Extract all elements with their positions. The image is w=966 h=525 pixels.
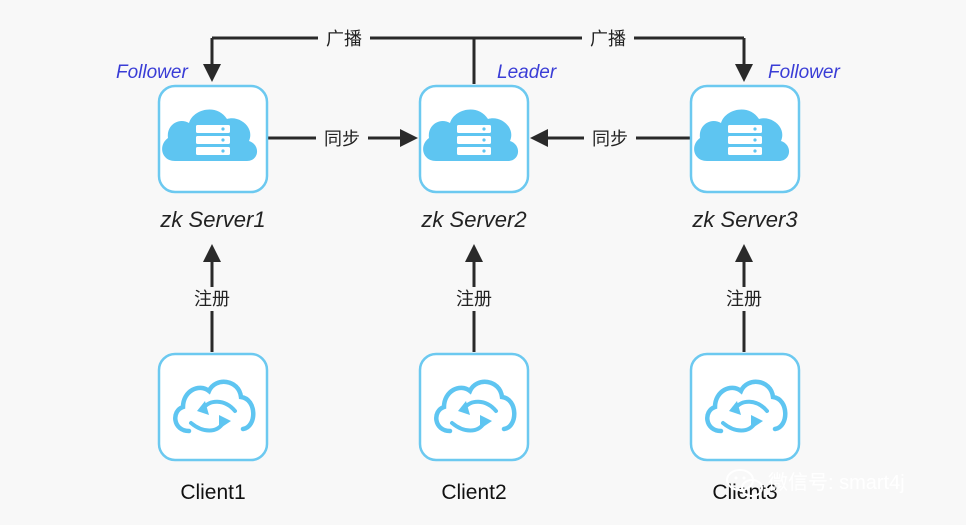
register-2-label: 注册 (456, 289, 492, 309)
broadcast-left-arrowhead (203, 64, 221, 82)
server-1-role: Follower (116, 62, 188, 83)
broadcast-right-label: 广播 (590, 29, 626, 49)
register-1-label: 注册 (194, 289, 230, 309)
client-node-1: Client1 (157, 352, 269, 504)
broadcast-edges: 广播 广播 (203, 26, 753, 84)
watermark: 微信号: smart4j (726, 469, 905, 497)
server-node-2: Leader zk Server2 (418, 62, 557, 232)
broadcast-right-arrowhead (735, 64, 753, 82)
client-3-box (689, 352, 801, 462)
client-1-box (157, 352, 269, 462)
client-1-name: Client1 (180, 481, 245, 504)
broadcast-left-label: 广播 (326, 29, 362, 49)
client-2-name: Client2 (441, 481, 506, 504)
server-3-name: zk Server3 (691, 207, 798, 232)
watermark-text: 微信号: smart4j (768, 471, 905, 494)
sync-right-label: 同步 (592, 129, 628, 149)
client-node-2: Client2 (418, 352, 530, 504)
sync-left-arrowhead (400, 129, 418, 147)
register-2-arrowhead (465, 244, 483, 262)
register-3-label: 注册 (726, 289, 762, 309)
server-2-role: Leader (497, 62, 557, 83)
server-2-name: zk Server2 (420, 207, 526, 232)
server-3-role: Follower (768, 62, 840, 83)
wechat-icon (726, 469, 763, 497)
server-1-name: zk Server1 (159, 207, 265, 232)
server-node-3: Follower zk Server3 (689, 62, 840, 232)
register-3-arrowhead (735, 244, 753, 262)
server-node-1: Follower zk Server1 (116, 62, 269, 232)
register-edges: 注册 注册 注册 (186, 244, 770, 352)
client-2-box (418, 352, 530, 462)
sync-edges: 同步 同步 (268, 127, 690, 151)
sync-right-arrowhead (530, 129, 548, 147)
register-1-arrowhead (203, 244, 221, 262)
sync-left-label: 同步 (324, 129, 360, 149)
